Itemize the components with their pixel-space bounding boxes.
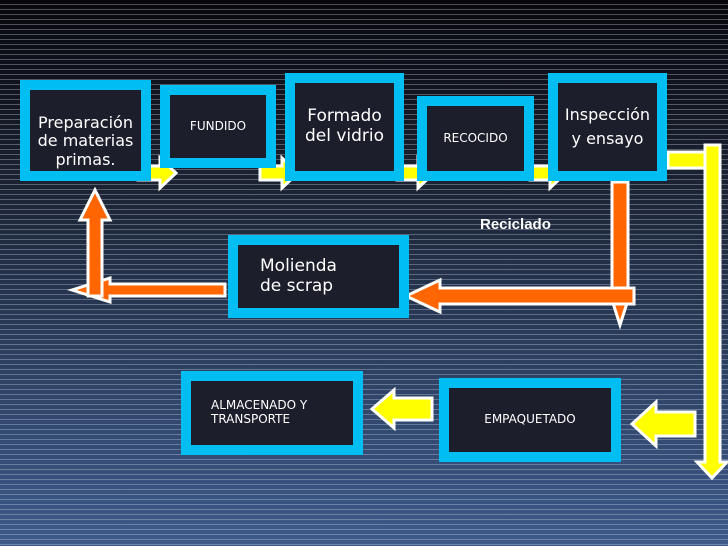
step-preparacion: Preparación de materias primas. bbox=[20, 80, 151, 181]
step-molienda: Molienda de scrap bbox=[228, 235, 409, 318]
step-label: Molienda de scrap bbox=[260, 255, 337, 296]
step-inspeccion: Inspección y ensayo bbox=[548, 73, 667, 181]
arrow-down-right bbox=[693, 143, 728, 481]
step-label: Preparación de materias primas. bbox=[37, 112, 134, 169]
arrow-inspeccion-out bbox=[666, 150, 707, 170]
step-label: FUNDIDO bbox=[189, 118, 247, 133]
arrow-to-almacenado bbox=[369, 386, 434, 432]
step-recocido: RECOCIDO bbox=[417, 96, 534, 181]
step-fundido: FUNDIDO bbox=[160, 85, 276, 168]
step-label: ALMACENADO Y TRANSPORTE bbox=[211, 398, 308, 426]
step-empaquetado: EMPAQUETADO bbox=[439, 378, 621, 462]
step-label: Formado del vidrio bbox=[304, 106, 385, 146]
arrow-to-molienda bbox=[402, 277, 636, 315]
step-label: RECOCIDO bbox=[443, 130, 508, 145]
step-formado: Formado del vidrio bbox=[285, 73, 404, 181]
step-almacenado: ALMACENADO Y TRANSPORTE bbox=[181, 371, 363, 455]
arrow-to-empaquetado bbox=[629, 398, 697, 450]
reciclado-label: Reciclado bbox=[480, 216, 551, 233]
arrow-up-to-prep bbox=[77, 186, 113, 298]
step-label: EMPAQUETADO bbox=[484, 412, 576, 427]
step-label: Inspección y ensayo bbox=[564, 105, 651, 148]
